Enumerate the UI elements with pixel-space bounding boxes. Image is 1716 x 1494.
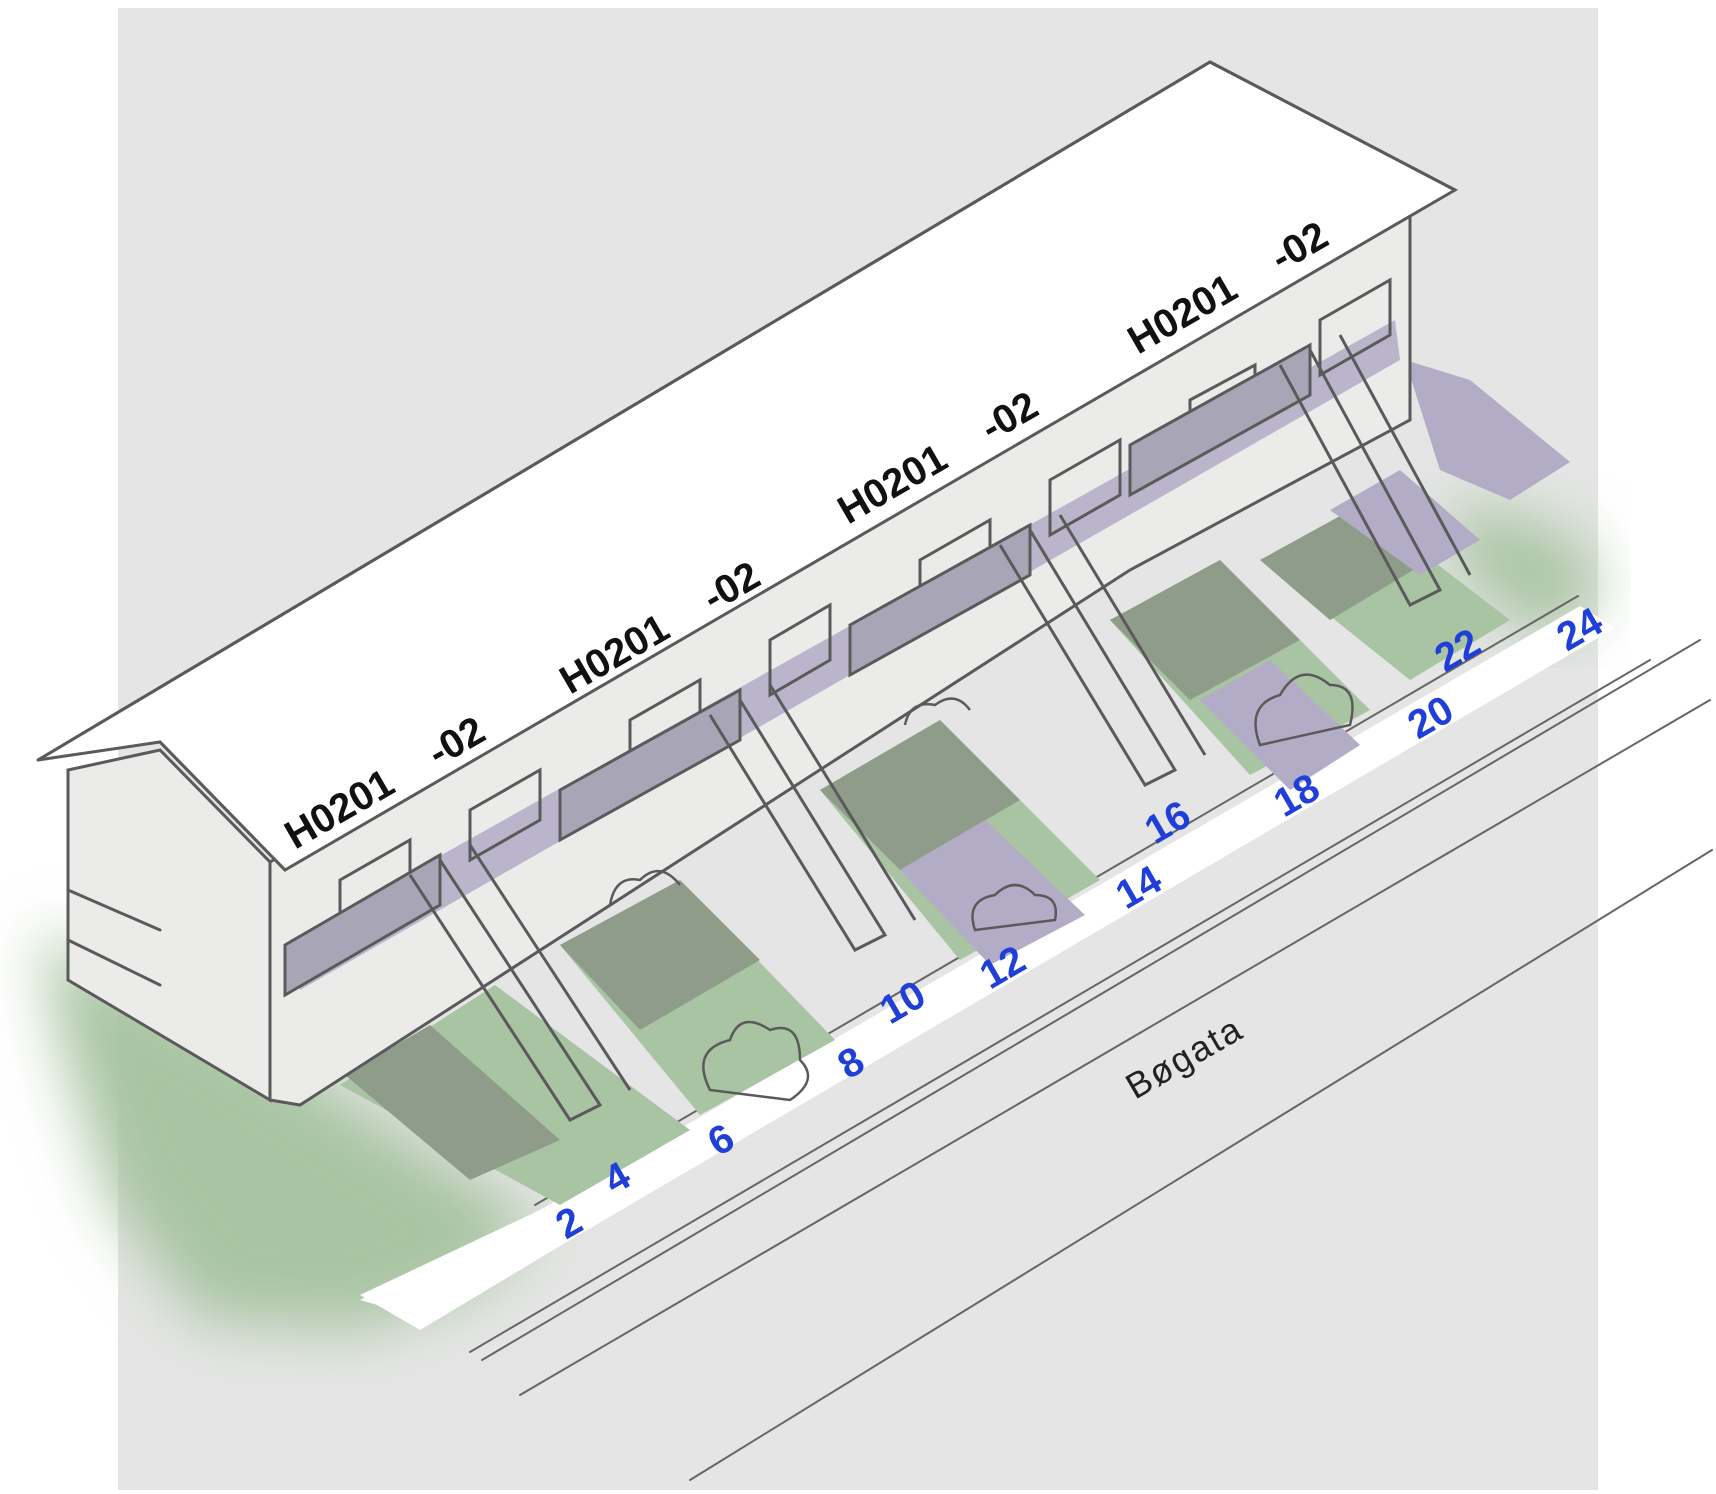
garden-plots — [340, 470, 1510, 1205]
shrubs — [608, 673, 1354, 1102]
sidewalk — [360, 606, 1615, 1330]
sidewalk-wide — [360, 1210, 560, 1320]
building-shadow — [1405, 360, 1570, 500]
staircases — [408, 334, 1472, 1122]
balconies — [283, 342, 1312, 998]
